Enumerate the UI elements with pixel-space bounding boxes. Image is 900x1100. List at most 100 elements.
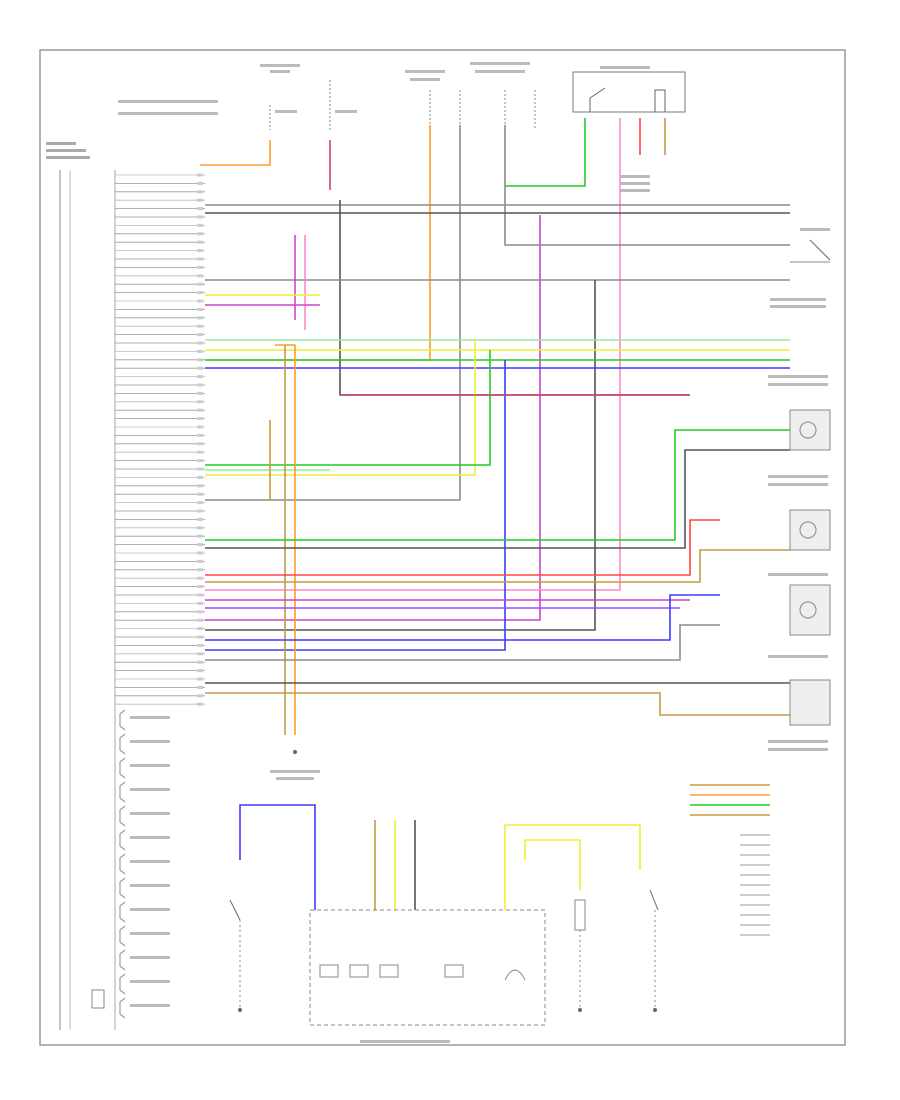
fuse-panel — [118, 64, 357, 130]
pin-number — [197, 618, 203, 622]
pin-number — [197, 257, 203, 261]
component-bracket — [119, 805, 126, 827]
pin-number — [197, 324, 203, 328]
component-bracket — [119, 997, 126, 1019]
pin-number — [197, 685, 203, 689]
pin-number — [197, 223, 203, 227]
component-bracket — [119, 877, 126, 899]
pin-number — [197, 190, 203, 194]
component-label — [130, 716, 170, 719]
pin-number — [197, 501, 203, 505]
component-bracket — [119, 709, 126, 731]
component-label — [130, 788, 170, 791]
fuse-block-2 — [405, 62, 536, 130]
pin-number — [197, 677, 203, 681]
pin-number — [197, 215, 203, 219]
lr-speed-sensor — [768, 573, 831, 636]
pin-number — [197, 375, 203, 379]
component-label — [130, 932, 170, 935]
pin-number — [197, 400, 203, 404]
pin-number — [197, 173, 203, 177]
pin-number — [197, 316, 203, 320]
pin-number — [197, 459, 203, 463]
pin-number — [197, 635, 203, 639]
pin-number — [197, 568, 203, 572]
pin-number — [197, 694, 203, 698]
pin-number — [197, 274, 203, 278]
rr-speed-sensor — [768, 655, 831, 751]
pin-number — [197, 198, 203, 202]
component-label — [130, 860, 170, 863]
pin-number — [197, 307, 203, 311]
component-label — [130, 836, 170, 839]
pin-number — [197, 391, 203, 395]
component-label — [130, 956, 170, 959]
pin-number — [197, 265, 203, 269]
pin-number — [197, 291, 203, 295]
pin-number — [197, 585, 203, 589]
pin-number — [197, 408, 203, 412]
pin-number — [197, 366, 203, 370]
pin-number — [197, 333, 203, 337]
component-label — [130, 908, 170, 911]
pin-number — [197, 341, 203, 345]
component-bracket — [119, 733, 126, 755]
brake-fluid-switch-box — [91, 989, 105, 1009]
diagram-border — [39, 49, 846, 1046]
abs-control-module — [46, 142, 116, 1030]
pin-number — [197, 484, 203, 488]
rf-speed-sensor — [768, 475, 831, 551]
component-bracket — [119, 925, 126, 947]
component-label — [130, 740, 170, 743]
component-bracket — [119, 781, 126, 803]
pin-number — [197, 576, 203, 580]
component-label — [130, 884, 170, 887]
pin-number — [197, 652, 203, 656]
pin-number — [197, 543, 203, 547]
brake-light-switch — [790, 228, 831, 263]
component-bracket — [119, 973, 126, 995]
pin-number — [197, 551, 203, 555]
component-label — [130, 980, 170, 983]
pin-number — [197, 627, 203, 631]
component-bracket — [119, 853, 126, 875]
pin-number — [197, 450, 203, 454]
pin-number — [197, 249, 203, 253]
component-label — [130, 764, 170, 767]
pin-number — [197, 358, 203, 362]
pin-number — [197, 240, 203, 244]
brake-warning-switch — [574, 889, 659, 1012]
pin-number — [197, 383, 203, 387]
pin-number — [197, 610, 203, 614]
right-connector-list — [740, 834, 770, 936]
component-bracket — [119, 829, 126, 851]
instrument-cluster — [309, 909, 546, 1043]
component-label — [130, 812, 170, 815]
component-label — [130, 1004, 170, 1007]
pin-number — [197, 349, 203, 353]
pin-number — [197, 526, 203, 530]
left-component-stack — [119, 709, 170, 1019]
pin-number — [197, 442, 203, 446]
relay-box — [572, 66, 686, 113]
parking-brake-switch — [229, 899, 242, 1012]
tpms-switch — [770, 298, 826, 308]
component-bracket — [119, 949, 126, 971]
pin-number — [197, 534, 203, 538]
abs-connector-pins — [115, 173, 205, 706]
pin-number — [197, 509, 203, 513]
pin-number — [197, 467, 203, 471]
pin-number — [197, 475, 203, 479]
component-bracket — [119, 757, 126, 779]
pin-number — [197, 207, 203, 211]
pin-number — [197, 643, 203, 647]
component-bracket — [119, 901, 126, 923]
pin-number — [197, 669, 203, 673]
pin-number — [197, 232, 203, 236]
pin-number — [197, 601, 203, 605]
pin-number — [197, 282, 203, 286]
pin-number — [197, 702, 203, 706]
ground-connector-top — [620, 175, 650, 192]
pin-number — [197, 593, 203, 597]
